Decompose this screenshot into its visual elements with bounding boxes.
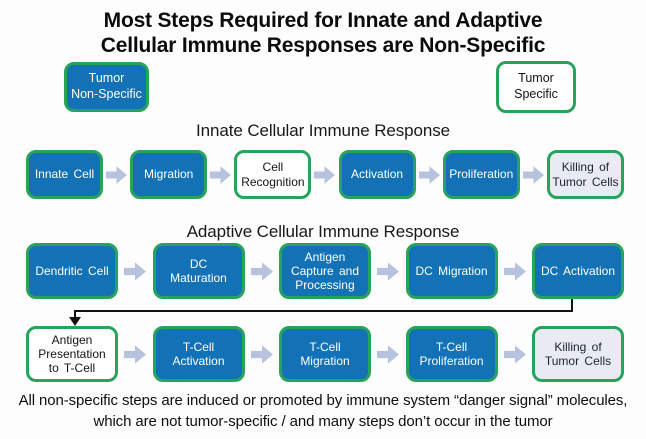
flow-step-tcell-migration: T-Cell Migration: [279, 326, 371, 382]
legend-tumor-specific: Tumor Specific: [496, 61, 576, 113]
right-block-arrow-icon: [377, 344, 400, 365]
footer-note: All non-specific steps are induced or pr…: [0, 390, 646, 433]
right-block-arrow-icon: [106, 165, 128, 185]
flow-step-killing-tumor-cells-innate: Killing of Tumor Cells: [546, 150, 624, 199]
flow-step-killing-tumor-cells-adaptive: Killing of Tumor Cells: [532, 326, 624, 382]
flow-step-dc-maturation: DC Maturation: [152, 243, 245, 299]
right-block-arrow-icon: [250, 344, 273, 365]
right-block-arrow-icon: [250, 261, 273, 282]
right-block-arrow-icon: [522, 165, 544, 185]
title-line-2: Cellular Immune Responses are Non-Specif…: [100, 33, 546, 57]
footer-line-1: All non-specific steps are induced or pr…: [18, 392, 628, 409]
title-line-1: Most Steps Required for Innate and Adapt…: [103, 9, 543, 32]
right-block-arrow-icon: [124, 344, 147, 365]
footer-line-2: which are not tumor-specific / and many …: [93, 413, 553, 431]
right-block-arrow-icon: [503, 344, 526, 365]
right-block-arrow-icon: [314, 165, 336, 185]
right-block-arrow-icon: [418, 165, 440, 185]
innate-section-title: Innate Cellular Immune Response: [196, 121, 450, 140]
elbow-connector-horizontal-segment: [74, 310, 573, 312]
adaptive-flow-row-1: Dendritic Cell DC Maturation Antigen Cap…: [26, 243, 624, 299]
right-block-arrow-icon: [210, 165, 232, 185]
flow-step-activation: Activation: [338, 150, 416, 199]
down-arrowhead-icon: [69, 317, 81, 326]
elbow-connector-right-segment: [571, 299, 573, 312]
flow-step-innate-cell: Innate Cell: [26, 150, 103, 199]
flow-step-dendritic-cell: Dendritic Cell: [26, 243, 118, 299]
flow-step-migration: Migration: [130, 150, 208, 199]
page-title: Most Steps Required for Innate and Adapt…: [0, 9, 646, 59]
flow-step-dc-activation: DC Activation: [532, 243, 624, 299]
flow-step-cell-recognition: Cell Recognition: [234, 150, 312, 199]
right-block-arrow-icon: [503, 261, 526, 282]
flow-step-tcell-proliferation: T-Cell Proliferation: [405, 326, 498, 382]
elbow-connector-left-segment: [74, 312, 76, 319]
right-block-arrow-icon: [124, 261, 147, 282]
legend-tumor-non-specific: Tumor Non-Specific: [64, 62, 149, 112]
adaptive-flow-row-2: Antigen Presentation to T-Cell T-Cell Ac…: [26, 326, 624, 382]
innate-flow-row: Innate Cell Migration Cell Recognition A…: [26, 150, 624, 199]
right-block-arrow-icon: [377, 261, 400, 282]
flow-step-tcell-activation: T-Cell Activation: [152, 326, 245, 382]
flow-step-antigen-capture: Antigen Capture and Processing: [279, 243, 371, 299]
flow-step-dc-migration: DC Migration: [405, 243, 498, 299]
flow-step-antigen-presentation: Antigen Presentation to T-Cell: [26, 326, 118, 382]
adaptive-section-title: Adaptive Cellular Immune Response: [186, 222, 460, 241]
flow-step-proliferation: Proliferation: [442, 150, 520, 199]
